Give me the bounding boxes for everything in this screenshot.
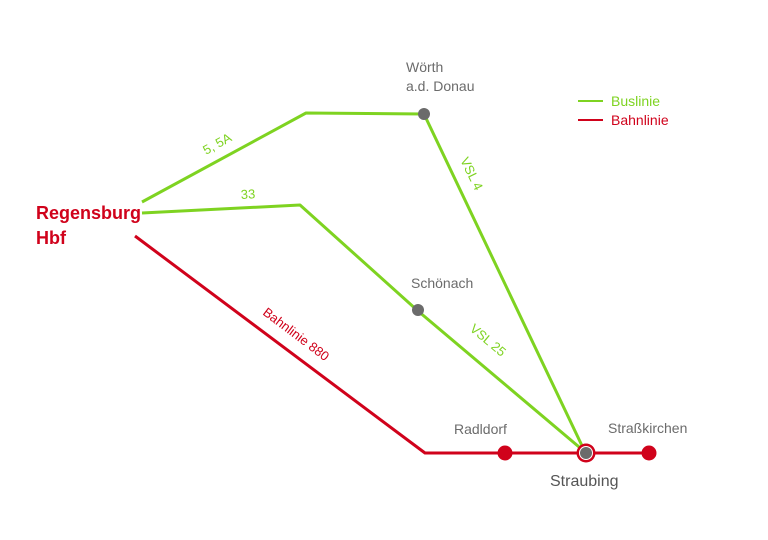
strasskirchen-label: Straßkirchen: [608, 420, 687, 436]
regensburg-label-line2: Hbf: [36, 228, 67, 248]
schoenach-stop-icon: [412, 304, 424, 316]
route-label-vsl4: VSL 4: [457, 155, 486, 193]
legend-rail-label: Bahnlinie: [611, 112, 669, 128]
woerth-label-line2: a.d. Donau: [406, 78, 475, 94]
radldorf-label: Radldorf: [454, 421, 507, 437]
strasskirchen-stop-icon: [641, 445, 657, 461]
legend-bus-label: Buslinie: [611, 93, 660, 109]
route-label-vsl25: VSL 25: [467, 321, 509, 360]
legend: Buslinie Bahnlinie: [578, 93, 669, 128]
woerth-stop-icon: [418, 108, 430, 120]
bus-line-33: [141, 203, 586, 454]
regensburg-label-line1: Regensburg: [36, 203, 141, 223]
straubing-label: Straubing: [550, 473, 619, 490]
route-label-33: 33: [240, 186, 255, 202]
woerth-label-line1: Wörth: [406, 59, 443, 75]
schoenach-label: Schönach: [411, 275, 473, 291]
bus-line-5-5a: [141, 111, 587, 453]
straubing-hub-icon: [576, 443, 596, 463]
rail-line-880: [134, 234, 650, 455]
radldorf-stop-icon: [497, 445, 513, 461]
